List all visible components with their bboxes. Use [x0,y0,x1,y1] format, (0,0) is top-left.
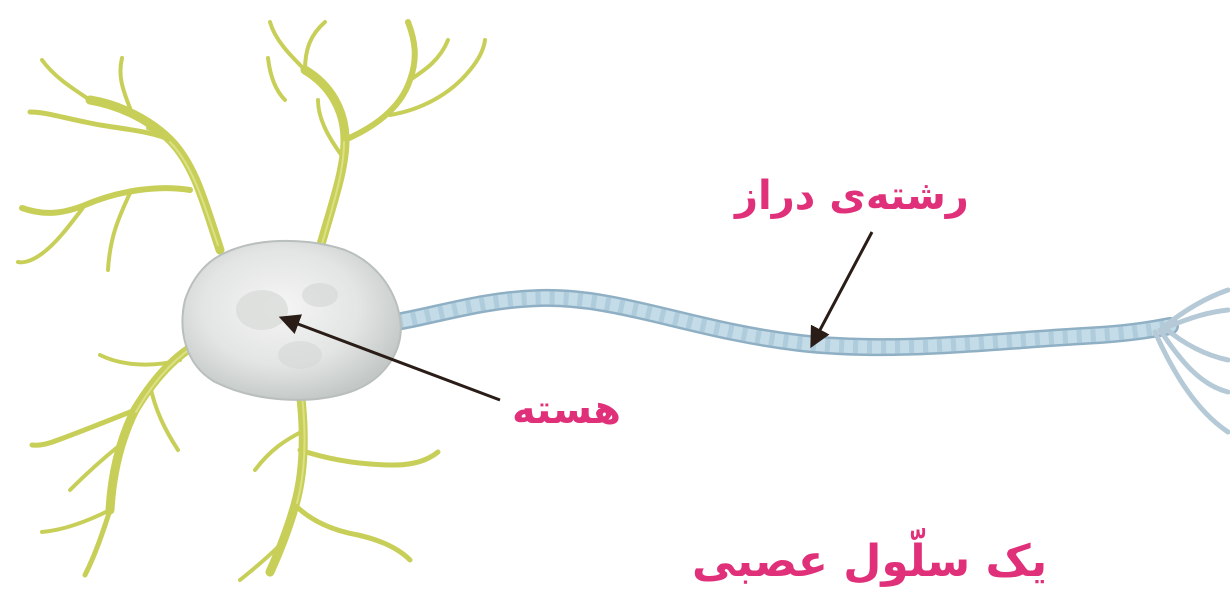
axon [370,298,1170,347]
axon-terminals [1155,290,1228,432]
axon-arrow [812,232,872,345]
axon-label: رشته‌ی دراز [735,176,969,216]
diagram-caption: یک سلّول عصبی [692,540,1047,584]
nucleus-label: هسته [512,390,621,430]
